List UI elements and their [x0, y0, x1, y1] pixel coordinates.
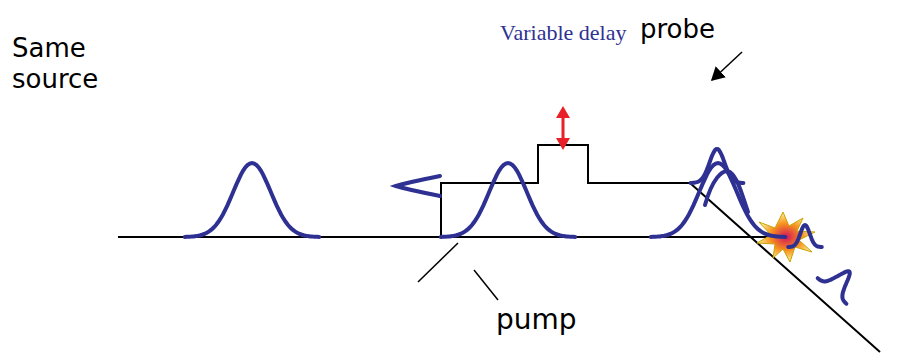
laser-pulse: [788, 225, 822, 247]
laser-pulse: [185, 163, 319, 237]
leader-line: [474, 270, 498, 300]
probe-label: probe: [640, 14, 715, 45]
laser-pulse: [441, 163, 575, 237]
leader-arrow: [712, 52, 742, 80]
delay-arrow-heads: [556, 106, 570, 150]
laser-pulse: [651, 163, 785, 237]
leader-line: [418, 243, 458, 282]
delay-line: [441, 145, 880, 352]
laser-pulse: [396, 176, 440, 196]
laser-pulse: [818, 271, 850, 303]
source-label: Same source: [12, 33, 162, 95]
laser-pulses: [185, 149, 850, 304]
pump-label: pump: [496, 303, 577, 337]
delay-label: Variable delay: [500, 20, 626, 46]
laser-pulse: [705, 171, 748, 212]
